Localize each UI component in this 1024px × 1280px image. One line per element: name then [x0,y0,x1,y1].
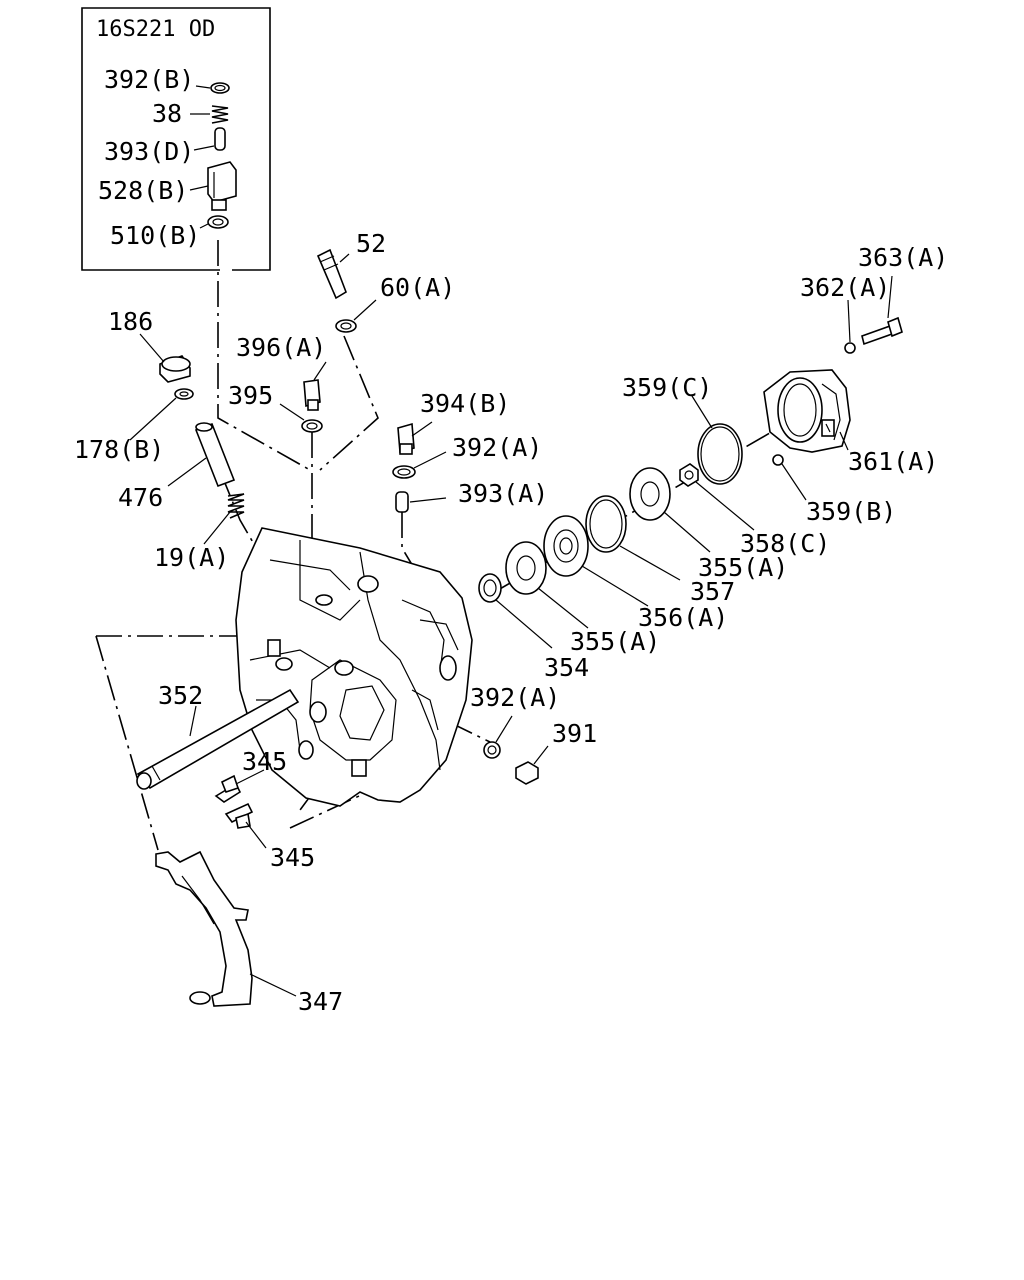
inset-label-510b: 510(B) [110,221,200,250]
label-392a-low: 392(A) [470,683,560,712]
inset-part-washer-510b [199,215,229,229]
inset-part-pin-393d [193,127,226,151]
part-361a-cover [763,369,851,453]
inset-title: 16S221 OD [96,17,215,42]
inset-part-adapter-528b [189,161,237,211]
part-347-shift-fork [155,850,297,1007]
part-362a-washer [844,299,856,354]
label-19a: 19(A) [154,543,229,572]
label-392a-top: 392(A) [452,433,542,462]
part-52-pin [316,248,350,300]
part-395-o-ring [279,403,323,433]
label-178b: 178(B) [74,435,164,464]
label-476: 476 [118,483,163,512]
part-392a-o-ring-top [392,451,447,479]
part-178b-washer [129,388,194,441]
part-352-shift-rod [136,688,300,790]
part-396a-fitting [303,361,327,411]
label-394b: 394(B) [420,389,510,418]
inset-panel: 16S221 OD 392(B) 38 393(D) 528(B) [81,7,271,271]
part-394b-switch [397,421,433,455]
label-355a-left: 355(A) [570,627,660,656]
label-359b: 359(B) [806,497,896,526]
label-396a: 396(A) [236,333,326,362]
callout-labels: 52 60(A) 186 396(A) 395 394(B) 392(A) 39… [74,229,948,1016]
transmission-case [235,527,473,807]
label-354: 354 [544,653,589,682]
label-345-bottom: 345 [270,843,315,872]
part-354-seal [478,573,553,649]
part-355a-washer-right [629,467,711,553]
part-60a-o-ring [335,299,377,333]
part-392a-o-ring-low [483,715,513,759]
part-345-bracket-bottom [224,802,267,849]
part-19a-spring [203,493,245,545]
label-186: 186 [108,307,153,336]
label-356a: 356(A) [638,603,728,632]
label-347: 347 [298,987,343,1016]
inset-label-393d: 393(D) [104,137,194,166]
inset-part-o-ring-392b [195,82,230,94]
label-393a: 393(A) [458,479,548,508]
label-358c: 358(C) [740,529,830,558]
part-359b-o-ring [772,454,807,501]
part-359c-seal-ring [691,395,743,485]
label-359c: 359(C) [622,373,712,402]
part-356a-piston [543,515,649,607]
label-60a: 60(A) [380,273,455,302]
label-395: 395 [228,381,273,410]
label-357: 357 [690,577,735,606]
part-186-plug [139,333,191,383]
inset-part-spring-38 [190,105,229,124]
inset-label-38: 38 [152,99,182,128]
part-363a-bolt [861,275,903,346]
part-358c-nut [679,463,755,531]
label-345-top: 345 [242,747,287,776]
part-391-bolt [515,745,549,785]
label-362a: 362(A) [800,273,890,302]
label-52: 52 [356,229,386,258]
label-361a: 361(A) [848,447,938,476]
part-355a-washer-left [505,541,589,629]
inset-label-528b: 528(B) [98,176,188,205]
part-476-sleeve [167,422,236,488]
part-345-bracket-top [214,769,265,803]
part-393a-pin [395,491,447,513]
part-357-snap-ring [585,495,681,581]
inset-label-392b: 392(B) [104,65,194,94]
label-363a: 363(A) [858,243,948,272]
label-355a-right: 355(A) [698,553,788,582]
label-352: 352 [158,681,203,710]
label-391: 391 [552,719,597,748]
